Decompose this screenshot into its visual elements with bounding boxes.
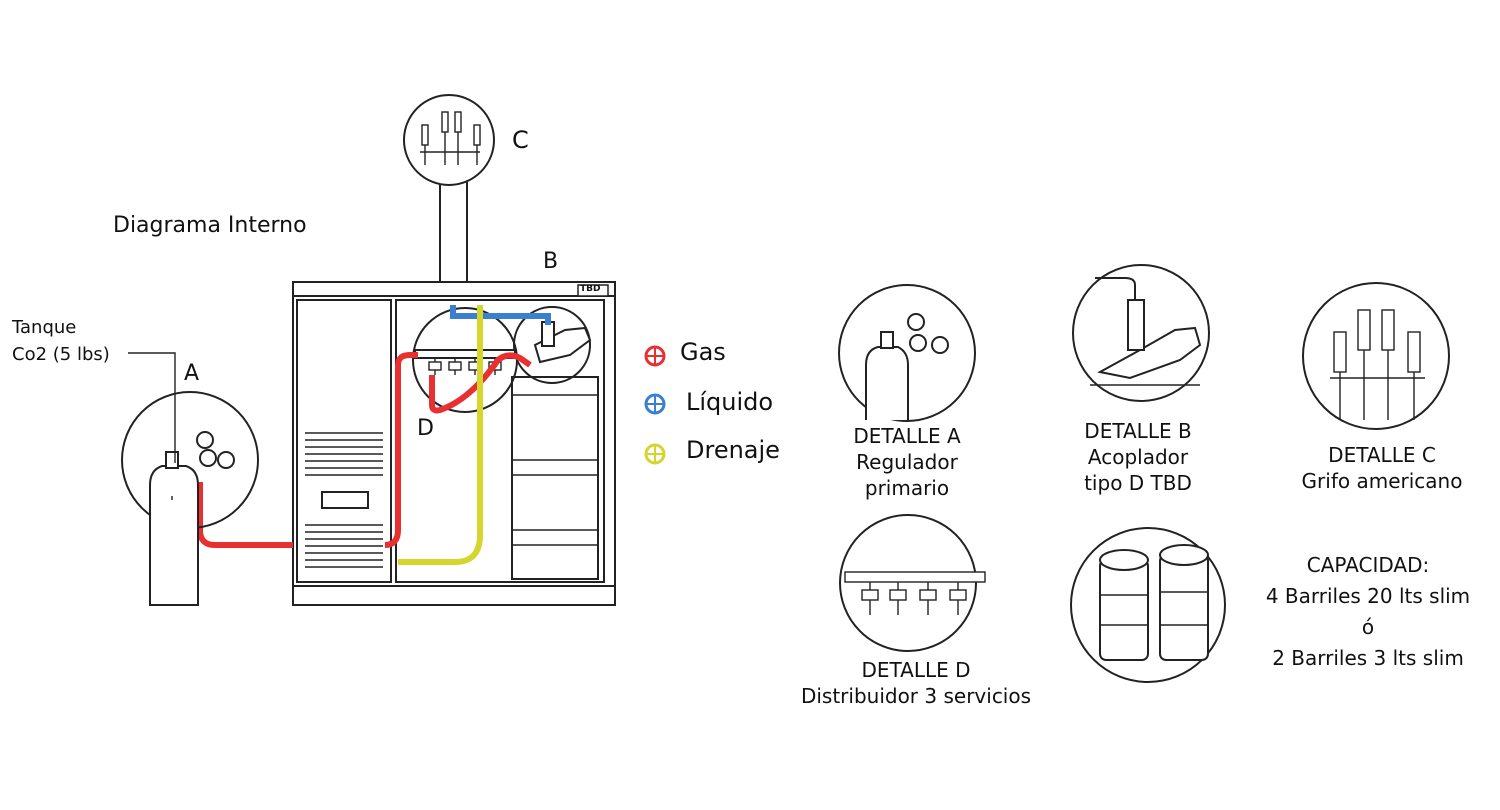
vent-grille-top: [305, 432, 383, 476]
tank-label-line1: Tanque: [12, 317, 77, 338]
keg-inside: [511, 376, 599, 580]
detail-a-line3: primario: [864, 476, 950, 500]
detail-b-line3: tipo D TBD: [1084, 471, 1192, 495]
detail-a-circle: [838, 284, 976, 422]
legend-liquid-label: Líquido: [686, 388, 774, 416]
tbd-logo-box: [577, 284, 609, 297]
marker-c: C: [512, 126, 529, 154]
capacity-title: CAPACIDAD:: [1306, 553, 1430, 577]
detail-b-caption: DETALLE B Acoplador tipo D TBD: [1063, 418, 1213, 496]
detail-d-line2: Distribuidor 3 servicios: [800, 684, 1032, 708]
gas-line-internal: [384, 352, 418, 548]
detail-b-title: DETALLE B: [1084, 419, 1192, 443]
detail-c-caption: DETALLE C Grifo americano: [1282, 442, 1482, 494]
diagram-title: Diagrama Interno: [113, 213, 307, 238]
detail-c-line2: Grifo americano: [1301, 469, 1463, 493]
coupler: [533, 321, 592, 364]
vent-grille-bottom: [305, 524, 383, 568]
tower: [439, 179, 468, 283]
detail-d-caption: DETALLE D Distribuidor 3 servicios: [786, 657, 1046, 709]
kegs-icon: [1099, 544, 1209, 661]
co2-tank: [149, 431, 235, 606]
control-panel: [321, 491, 369, 509]
marker-a: A: [184, 361, 200, 386]
detail-circle-coupler: [513, 306, 591, 384]
detail-circle-c-small: [403, 94, 495, 186]
kegs-circle: [1070, 527, 1226, 683]
detail-b-line2: Acoplador: [1087, 445, 1189, 469]
detail-c-faucet-icon: [1330, 309, 1425, 420]
detail-d-circle: [839, 514, 977, 652]
detail-a-regulator-icon: [865, 313, 949, 420]
gas-line-external: [197, 482, 293, 548]
detail-d-manifold-icon: [844, 571, 986, 615]
marker-b: B: [543, 249, 559, 274]
drain-line: [398, 305, 483, 565]
detail-a-caption: DETALLE A Regulador primario: [832, 423, 982, 501]
marker-d: D: [417, 416, 434, 441]
capacity-line2: 2 Barriles 3 lts slim: [1272, 646, 1464, 670]
capacity-block: CAPACIDAD: 4 Barriles 20 lts slim ó 2 Ba…: [1253, 550, 1483, 674]
detail-c-title: DETALLE C: [1328, 443, 1436, 467]
detail-b-circle: [1072, 264, 1210, 402]
capacity-line1: 4 Barriles 20 lts slim: [1265, 584, 1471, 608]
gas-line-coupler: [429, 352, 532, 414]
tbd-logo: TBD: [580, 284, 601, 294]
legend-gas-label: Gas: [680, 338, 726, 366]
detail-b-coupler-icon: [1090, 277, 1202, 386]
detail-a-title: DETALLE A: [853, 424, 961, 448]
detail-d-title: DETALLE D: [861, 658, 971, 682]
capacity-or: ó: [1361, 615, 1375, 639]
tank-leader-line: [128, 352, 176, 463]
detail-c-circle: [1302, 282, 1450, 430]
detail-a-line2: Regulador: [856, 450, 958, 474]
liquid-line: [450, 305, 551, 325]
faucets-small: [420, 111, 481, 165]
legend-drain-label: Drenaje: [686, 436, 780, 464]
legend-markers: [644, 345, 666, 465]
tank-label-line2: Co2 (5 lbs): [12, 344, 110, 365]
